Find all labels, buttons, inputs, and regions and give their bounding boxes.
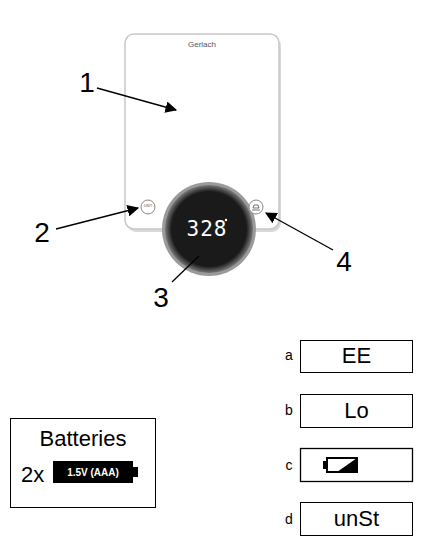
callout-letter: c: [286, 458, 293, 472]
node-text: Batteries: [11, 427, 155, 451]
leader-line: [97, 88, 176, 110]
indicator-box: unSt: [300, 502, 413, 536]
tare-button: [249, 200, 263, 214]
low-battery-symbol: [327, 458, 357, 472]
node-text: unSt: [334, 507, 379, 531]
leader-line: [266, 213, 333, 250]
tare-icon: [252, 205, 260, 210]
node-text: 1.5V (AAA): [67, 467, 119, 478]
callout-number: 3: [153, 284, 169, 312]
indicator-box: Lo: [300, 394, 413, 428]
callout-letter: b: [285, 403, 293, 417]
indicator-box: [301, 449, 413, 482]
display-ring: [162, 182, 256, 276]
callout-letter: d: [285, 512, 293, 526]
indicator-box: EE: [300, 340, 413, 373]
node-text: 2x: [21, 463, 44, 487]
callout-letter: a: [285, 348, 293, 362]
callout-number: 4: [336, 248, 352, 276]
button-label: UNIT: [144, 205, 152, 209]
brand-logo: Gerlach: [188, 41, 216, 49]
battery-terminal: [133, 467, 138, 477]
leader-line: [56, 208, 138, 229]
node-text: EE: [342, 344, 371, 368]
battery-symbol: 1.5V (AAA): [53, 461, 133, 483]
callout-number: 1: [79, 69, 95, 97]
display-reading: 328: [187, 219, 228, 240]
battery-info-box: Batteries 2x 1.5V (AAA): [10, 418, 156, 508]
leader-line: [172, 256, 199, 282]
unit-button: [141, 200, 155, 214]
battery-terminal: [323, 461, 327, 469]
callout-number: 2: [34, 219, 50, 247]
battery-level-fill: [337, 458, 357, 472]
display-face: [165, 185, 253, 273]
node-text: Lo: [344, 399, 368, 423]
